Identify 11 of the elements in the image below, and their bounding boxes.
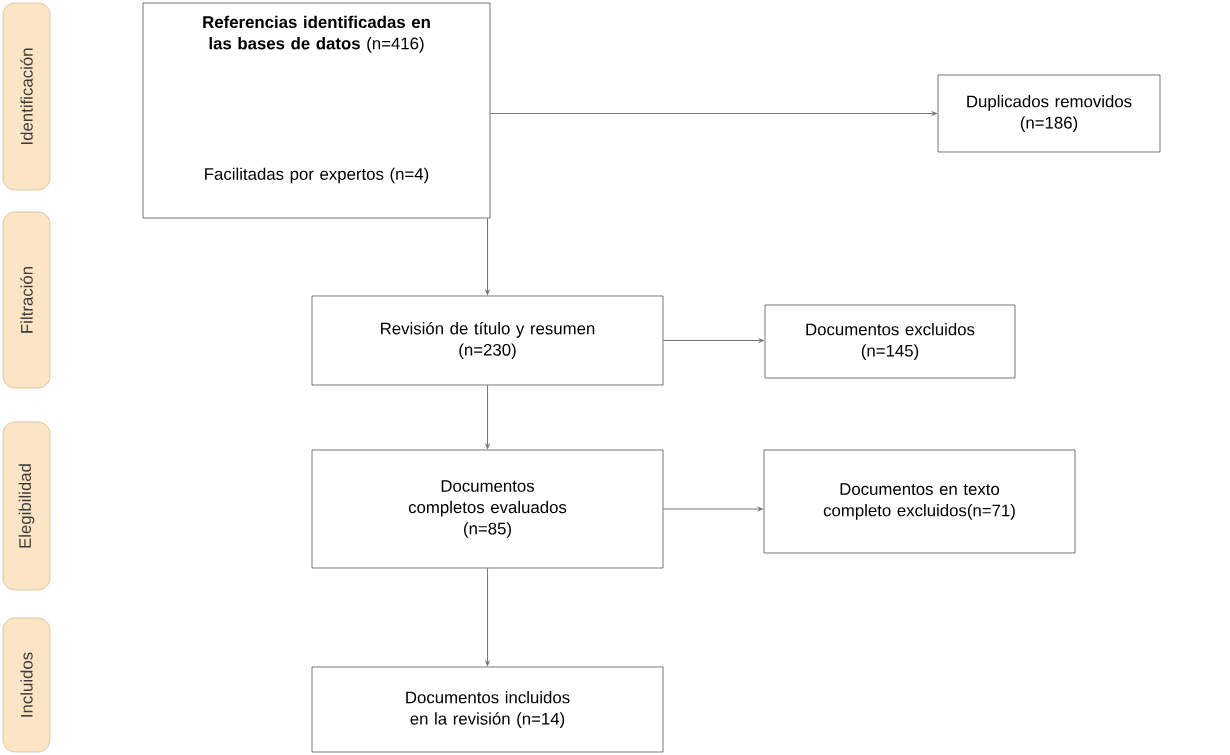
process-box: Documentos excluidos (n=145) [764, 304, 1016, 379]
stage-band: Identificación [2, 2, 51, 191]
process-box: Documentos incluidos en la revisión (n=14) [311, 666, 664, 753]
process-box: Referencias identificadas en las bases de datos (n=416) Facilitadas por expertos (n=4) [142, 2, 491, 219]
process-box: Revisión de título y resumen (n=230) [311, 295, 664, 386]
stage-band: Filtración [2, 211, 51, 389]
process-box: Documentos en texto completo excluidos(n=71) [763, 449, 1076, 554]
stage-band: Incluidos [2, 617, 51, 753]
stage-band: Elegibilidad [2, 421, 51, 591]
process-box: Documentos completos evaluados (n=85) [311, 449, 664, 569]
process-box: Duplicados removidos (n=186) [937, 74, 1161, 153]
